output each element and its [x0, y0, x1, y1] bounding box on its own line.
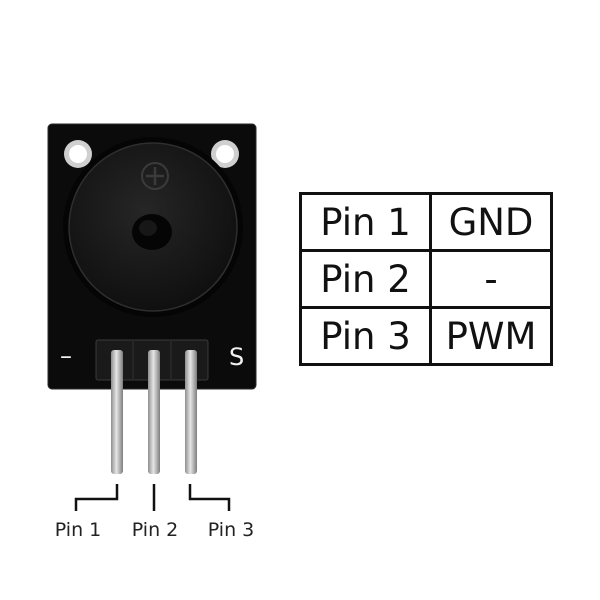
pin-callout-lines [74, 484, 231, 511]
header-pin-3 [185, 350, 197, 474]
silkscreen-signal-label: S [229, 343, 245, 371]
header-pin-2 [148, 350, 160, 474]
table-row: Pin 1 GND [299, 192, 553, 252]
pin-label-2: Pin 2 [131, 519, 179, 541]
silkscreen-minus-label: – [60, 342, 72, 370]
mounting-hole-right [211, 140, 239, 168]
pin-function-cell: GND [429, 192, 553, 252]
table-row: Pin 2 - [299, 249, 553, 309]
pin-function-table: Pin 1 GND Pin 2 - Pin 3 PWM [299, 192, 553, 366]
pin-name-cell: Pin 1 [299, 192, 432, 252]
pin-label-1: Pin 1 [54, 519, 102, 541]
pin-label-3: Pin 3 [207, 519, 255, 541]
polarity-plus-icon [141, 162, 169, 190]
pin-name-cell: Pin 3 [299, 306, 432, 366]
sound-hole [132, 214, 172, 250]
table-row: Pin 3 PWM [299, 306, 553, 366]
header-pin-1 [111, 350, 123, 474]
buzzer-component [63, 137, 243, 317]
mounting-hole-left [64, 140, 92, 168]
pin-function-cell: PWM [429, 306, 553, 366]
pin-function-cell: - [429, 249, 553, 309]
pin-name-cell: Pin 2 [299, 249, 432, 309]
